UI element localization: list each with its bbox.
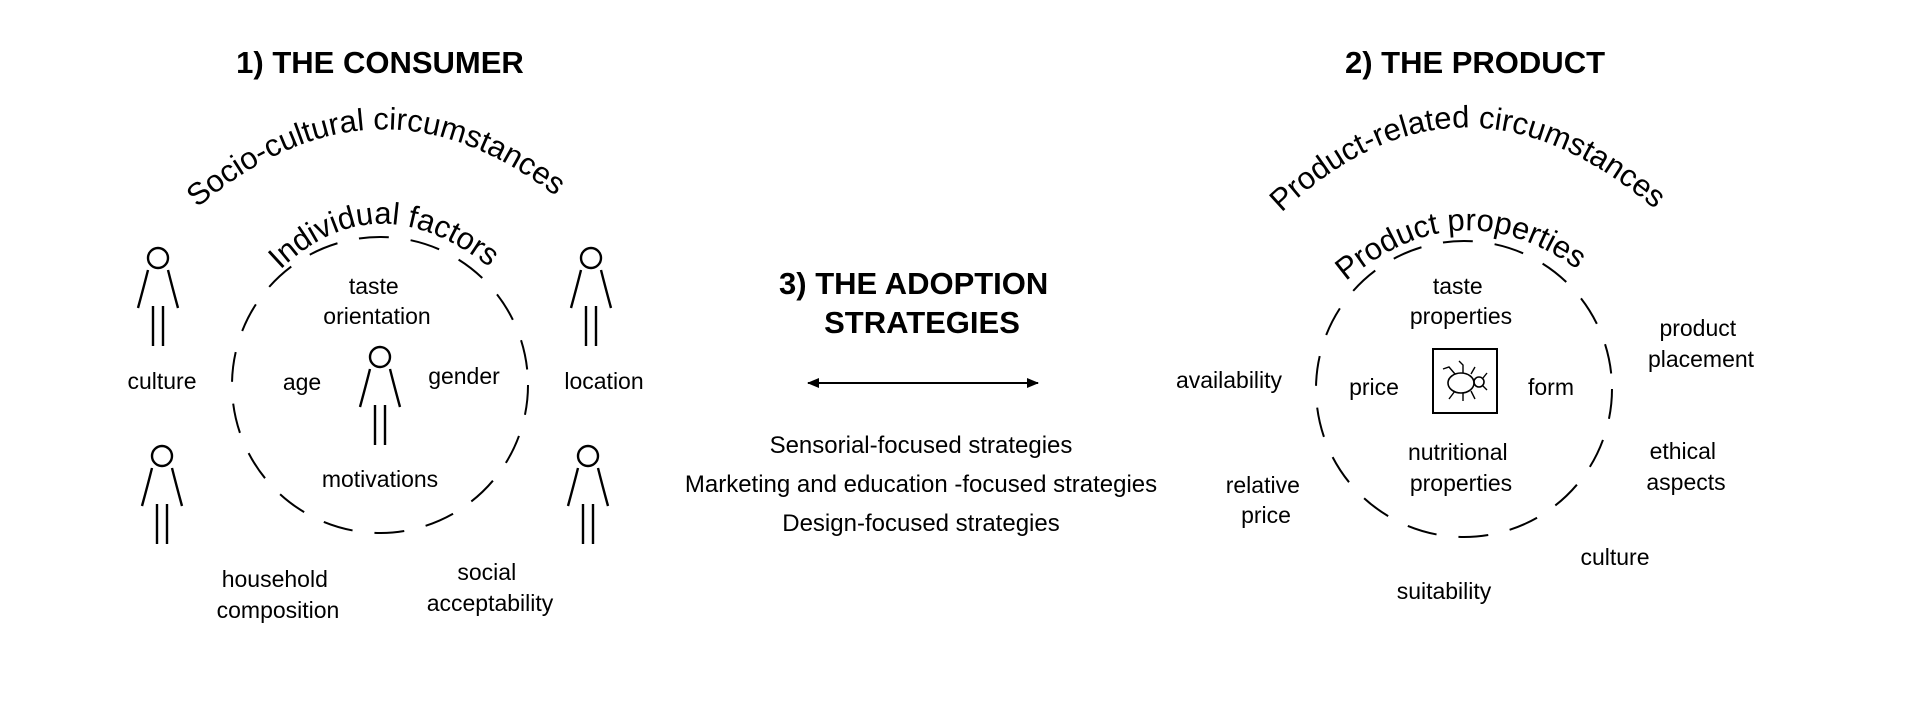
product-section: 2) THE PRODUCT Product-related circumsta… <box>1176 45 1755 604</box>
gender-label: gender <box>428 363 500 389</box>
taste-orientation-label: taste orientation <box>323 273 430 329</box>
relative-price-label: relative price <box>1226 472 1307 528</box>
person-icon <box>569 246 613 348</box>
taste-properties-label: taste properties <box>1410 273 1512 329</box>
form-label: form <box>1528 374 1574 400</box>
adoption-section: 3) THE ADOPTION STRATEGIES Sensorial-foc… <box>685 266 1157 537</box>
age-label: age <box>283 369 321 395</box>
nutritional-properties-label: nutritional properties <box>1408 439 1514 496</box>
household-composition-label: household composition <box>217 566 340 623</box>
motivations-label: motivations <box>322 466 438 492</box>
consumer-inner-arc-label: Individual factors <box>261 196 506 275</box>
culture-label: culture <box>127 368 196 394</box>
person-icon <box>140 444 184 546</box>
product-dashed-circle <box>1315 240 1613 538</box>
person-icon <box>136 246 180 348</box>
adoption-heading: 3) THE ADOPTION STRATEGIES <box>779 266 1057 340</box>
person-icon <box>358 345 402 447</box>
product-placement-label: product placement <box>1648 315 1755 372</box>
product-culture-label: culture <box>1580 544 1649 570</box>
ethical-aspects-label: ethical aspects <box>1646 438 1725 495</box>
consumer-dashed-circle <box>231 236 529 534</box>
product-outer-arc-label: Product-related circumstances <box>1263 99 1673 218</box>
social-acceptability-label: social acceptability <box>427 559 554 616</box>
price-label: price <box>1349 374 1399 400</box>
person-icon <box>566 444 610 546</box>
strategy-marketing-education: Marketing and education -focused strateg… <box>685 471 1157 498</box>
strategy-sensorial: Sensorial-focused strategies <box>770 432 1073 459</box>
product-heading: 2) THE PRODUCT <box>1345 45 1605 80</box>
consumer-heading: 1) THE CONSUMER <box>236 45 524 80</box>
suitability-label: suitability <box>1397 578 1492 604</box>
availability-label: availability <box>1176 367 1283 393</box>
consumer-section: 1) THE CONSUMER Socio-cultural circumsta… <box>127 45 643 623</box>
location-label: location <box>564 368 643 394</box>
strategy-design: Design-focused strategies <box>782 510 1059 537</box>
insect-icon <box>1432 348 1498 414</box>
